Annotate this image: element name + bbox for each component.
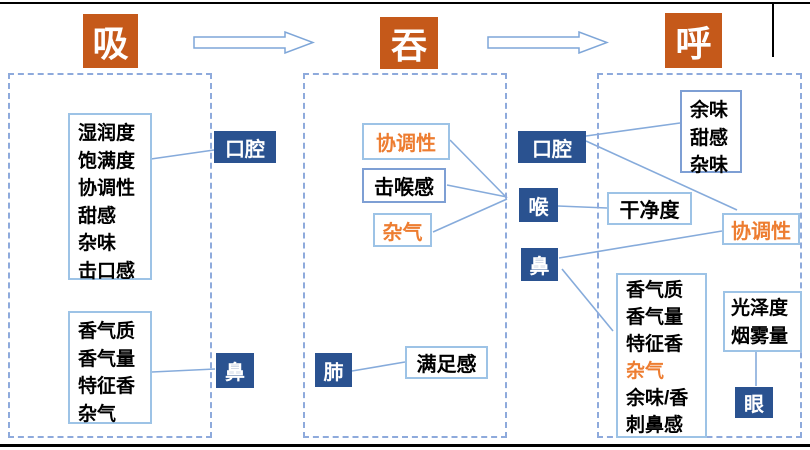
swallow-harmony-box: 协调性 xyxy=(362,123,450,160)
swallow-throat-hit-box: 击喉感 xyxy=(362,168,446,203)
nose-attribute: 刺鼻感 xyxy=(626,415,684,436)
inhale-nose-attributes: 香气质 香气量 特征香 杂气 xyxy=(68,311,152,425)
exhale-mouth-attributes: 余味 甜感 杂味 xyxy=(680,90,742,176)
arrow-right-icon xyxy=(487,30,610,59)
stage-swallow: 吞 xyxy=(380,17,438,69)
right-edge-line xyxy=(772,2,774,57)
swallow-region xyxy=(303,73,507,438)
inhale-mouth-attributes: 湿润度 饱满度 协调性 甜感 杂味 击口感 xyxy=(68,113,152,282)
nose-organ: 鼻 xyxy=(521,248,558,281)
exhale-harmony-box: 协调性 xyxy=(722,213,800,245)
swallow-lung-organ: 肺 xyxy=(315,353,352,387)
inhale-mouth-organ: 口腔 xyxy=(214,131,276,163)
swallow-offnote-box: 杂气 xyxy=(373,213,432,247)
nose-attribute: 香气量 xyxy=(626,307,684,328)
swallow-satisfaction-box: 满足感 xyxy=(405,346,488,379)
nose-attribute: 余味/香 xyxy=(626,388,689,409)
stage-exhale: 呼 xyxy=(665,13,722,68)
inhale-region xyxy=(8,73,212,438)
exhale-eye-attributes: 光泽度 烟雾量 xyxy=(723,291,802,352)
stage-inhale: 吸 xyxy=(83,14,138,68)
arrow-right-icon xyxy=(193,30,316,59)
nose-attribute: 特征香 xyxy=(626,334,684,355)
top-border-line xyxy=(0,2,810,4)
exhale-nose-attributes: 香气质 香气量 特征香 杂气 余味/香 刺鼻感 xyxy=(616,273,707,438)
nose-attribute-highlighted: 杂气 xyxy=(626,361,665,382)
bottom-border-line xyxy=(0,444,810,447)
exhale-cleanliness-box: 干净度 xyxy=(607,192,692,225)
eye-organ: 眼 xyxy=(735,387,773,418)
throat-organ: 喉 xyxy=(519,188,558,222)
mouth-organ: 口腔 xyxy=(518,131,586,163)
nose-attribute: 香气质 xyxy=(626,280,684,301)
inhale-nose-organ: 鼻 xyxy=(216,353,254,388)
